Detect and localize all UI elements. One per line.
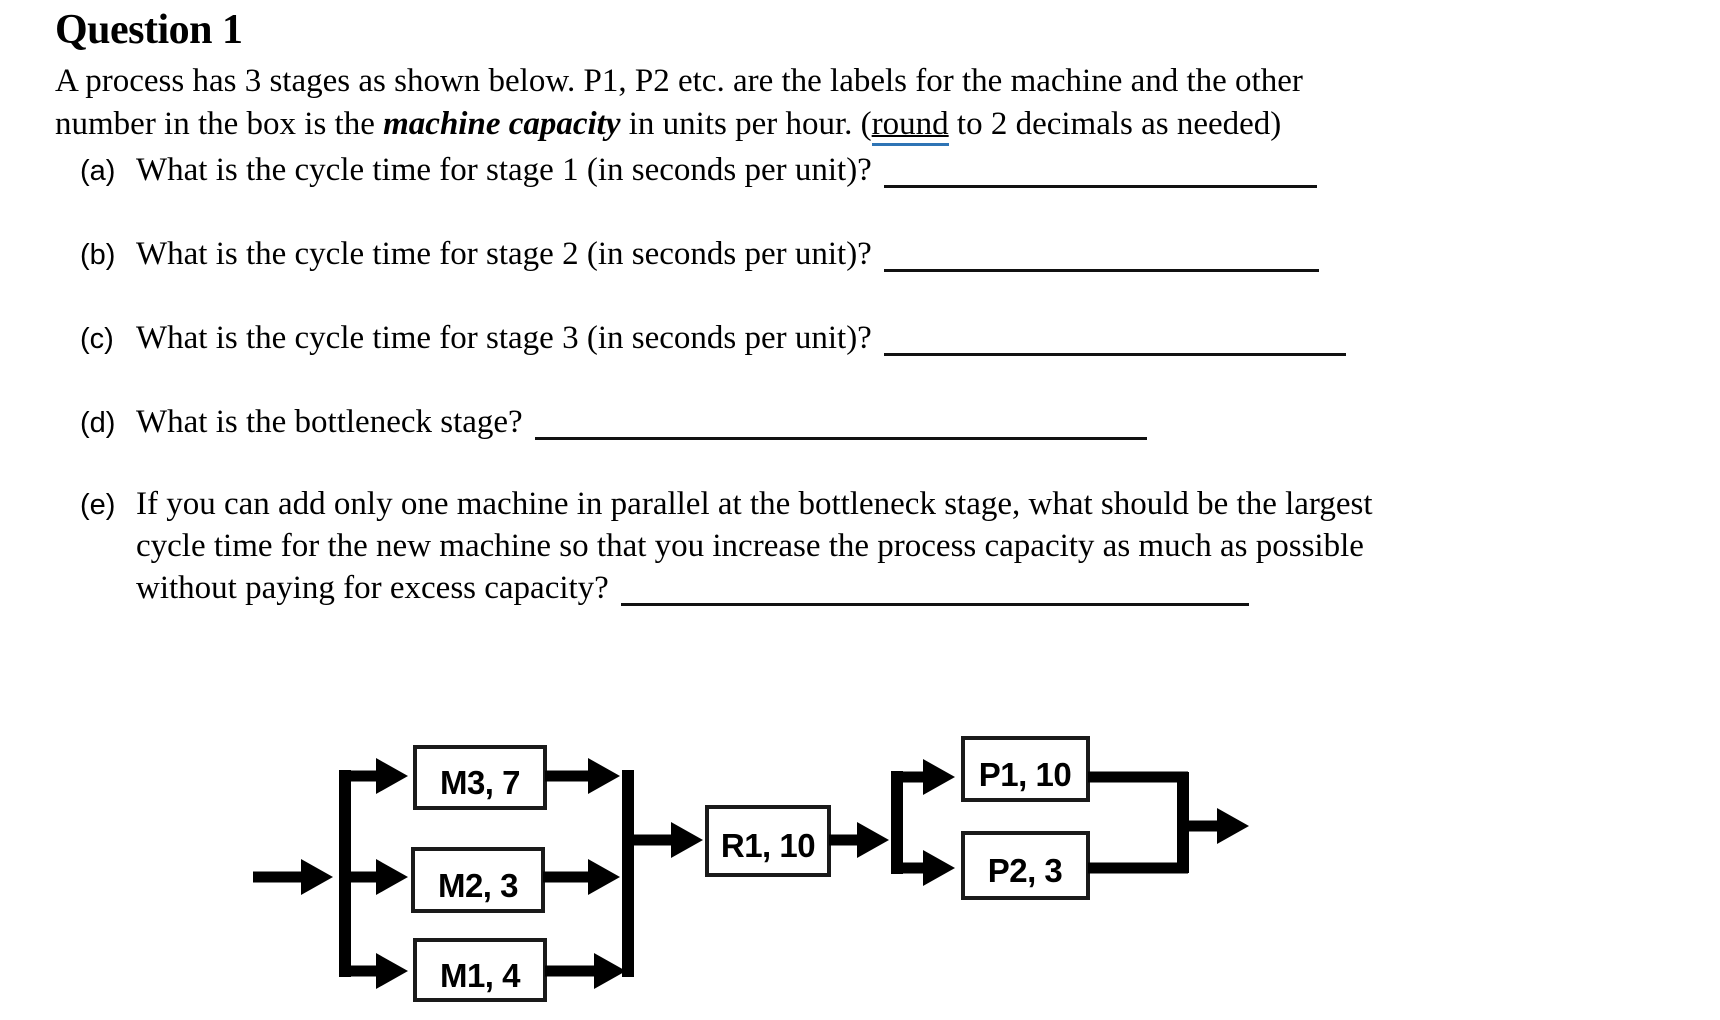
question-e-text-line1: If you can add only one machine in paral… — [136, 486, 1373, 522]
question-e-row-line1: (e) If you can add only one machine in pa… — [80, 482, 1373, 527]
question-a-text: What is the cycle time for stage 1 (in s… — [136, 152, 872, 188]
page-title: Question 1 — [55, 7, 243, 53]
question-e-marker: (e) — [80, 489, 116, 521]
machine-box-p1 — [961, 736, 1090, 802]
question-a-marker: (a) — [80, 155, 116, 187]
question-d-text: What is the bottleneck stage? — [136, 404, 523, 440]
branch-m2-arrowhead-icon — [376, 859, 408, 895]
question-a-answer-blank — [883, 150, 1317, 188]
question-b-marker: (b) — [80, 239, 116, 271]
branch-p1-arrowhead-icon — [923, 759, 955, 795]
intro-line2-pre: number in the box is the — [55, 106, 384, 142]
question-c-row: (c) What is the cycle time for stage 3 (i… — [80, 316, 1346, 361]
question-e-row-line2: cycle time for the new machine so that y… — [136, 524, 1364, 568]
question-e-text-line3: without paying for excess capacity? — [136, 570, 609, 606]
question-c-text: What is the cycle time for stage 3 (in s… — [136, 320, 872, 356]
machine-box-m2 — [411, 847, 545, 913]
question-c-answer-blank — [883, 318, 1346, 356]
branch-m1-arrowhead-icon — [376, 953, 408, 989]
intro-line-2: number in the box is the machine capacit… — [55, 103, 1282, 146]
input-arrowhead-icon — [301, 859, 333, 895]
question-d-row: (d) What is the bottleneck stage? — [80, 400, 1147, 445]
question-c-marker: (c) — [80, 323, 114, 355]
branch-p2-arrowhead-icon — [923, 850, 955, 886]
machine-box-m1 — [413, 938, 547, 1002]
machine-box-m1-label: M1, 4 — [440, 957, 521, 994]
m1-out-arrowhead-icon — [594, 953, 626, 989]
machine-box-m3 — [413, 745, 547, 810]
question-d-answer-blank — [534, 402, 1147, 440]
r1-out-arrowhead-icon — [857, 822, 889, 858]
grammar-underlined-word: round — [871, 106, 949, 146]
r1-feed-arrowhead-icon — [671, 822, 703, 858]
intro-line-1: A process has 3 stages as shown below. P… — [55, 63, 1303, 99]
question-b-row: (b) What is the cycle time for stage 2 (i… — [80, 232, 1319, 277]
m2-out-arrowhead-icon — [588, 859, 620, 895]
question-b-text: What is the cycle time for stage 2 (in s… — [136, 236, 872, 272]
machine-box-m3-label: M3, 7 — [440, 764, 520, 801]
machine-capacity-emphasis: machine capacity — [383, 106, 621, 142]
machine-box-p1-label: P1, 10 — [979, 756, 1071, 793]
machine-box-r1 — [705, 805, 831, 877]
machine-box-p2 — [961, 831, 1090, 900]
output-arrowhead-icon — [1217, 808, 1249, 844]
question-e-text-line2: cycle time for the new machine so that y… — [136, 528, 1364, 564]
question-e-row-line3: without paying for excess capacity? — [136, 566, 1249, 610]
intro-line2-mid: in units per hour. ( — [620, 106, 872, 142]
machine-box-r1-label: R1, 10 — [721, 827, 815, 864]
question-b-answer-blank — [883, 234, 1319, 272]
machine-box-m2-label: M2, 3 — [438, 867, 518, 904]
machine-box-p2-label: P2, 3 — [988, 852, 1063, 889]
intro-line2-post: to 2 decimals as needed) — [948, 106, 1282, 142]
m3-out-arrowhead-icon — [588, 758, 620, 794]
question-d-marker: (d) — [80, 407, 116, 439]
question-a-row: (a) What is the cycle time for stage 1 (i… — [80, 148, 1317, 193]
branch-m3-arrowhead-icon — [376, 758, 408, 794]
question-e-answer-blank — [620, 568, 1249, 606]
